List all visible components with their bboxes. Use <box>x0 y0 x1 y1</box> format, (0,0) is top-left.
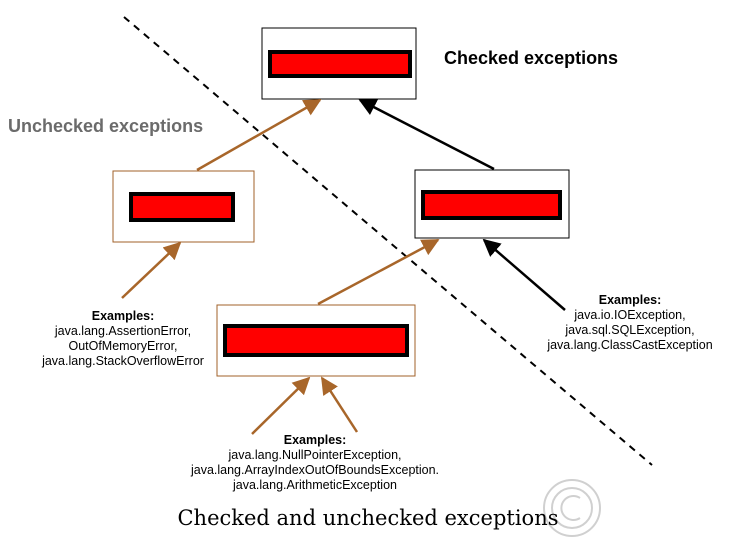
node-left <box>112 170 255 243</box>
arrow-bottom-examples-to-bottom-node-2 <box>320 376 359 433</box>
arrow-right-examples-to-right-node <box>482 238 566 311</box>
checked-exceptions-header: Checked exceptions <box>444 48 619 68</box>
examples-left: Examples: java.lang.AssertionError, OutO… <box>12 309 234 369</box>
arrow-left-to-top <box>196 98 322 172</box>
copyright-watermark-icon <box>543 479 601 537</box>
examples-bottom-title: Examples: <box>283 433 347 447</box>
node-right <box>414 169 570 239</box>
examples-left-line: java.lang.StackOverflowError <box>42 354 204 368</box>
node-top <box>261 27 417 100</box>
examples-right-line: java.lang.ClassCastException <box>547 338 713 352</box>
node-left-bar <box>129 192 235 222</box>
examples-right-line: java.io.IOException, <box>574 308 686 322</box>
arrow-left-examples-to-left-node <box>121 241 182 299</box>
node-right-bar <box>421 190 562 220</box>
examples-bottom-line: java.lang.ArithmeticException <box>233 478 397 492</box>
examples-right: Examples: java.io.IOException, java.sql.… <box>530 293 730 353</box>
region-divider <box>123 16 653 466</box>
node-bottom-bar <box>223 324 409 357</box>
examples-bottom: Examples: java.lang.NullPointerException… <box>160 433 470 493</box>
examples-right-line: java.sql.SQLException, <box>565 323 695 337</box>
examples-bottom-line: java.lang.NullPointerException, <box>228 448 402 462</box>
arrow-bottom-to-right <box>317 238 440 306</box>
figure-caption: Checked and unchecked exceptions <box>177 506 559 530</box>
examples-left-title: Examples: <box>91 309 155 323</box>
examples-bottom-line: java.lang.ArrayIndexOutOfBoundsException… <box>190 463 440 477</box>
examples-left-line: OutOfMemoryError, <box>68 339 178 353</box>
node-top-bar <box>268 50 412 78</box>
examples-left-line: java.lang.AssertionError, <box>54 324 192 338</box>
arrow-bottom-examples-to-bottom-node-1 <box>251 376 311 435</box>
arrow-right-to-top <box>358 98 495 171</box>
node-bottom <box>216 304 416 377</box>
examples-right-title: Examples: <box>598 293 662 307</box>
unchecked-exceptions-header: Unchecked exceptions <box>8 116 204 136</box>
